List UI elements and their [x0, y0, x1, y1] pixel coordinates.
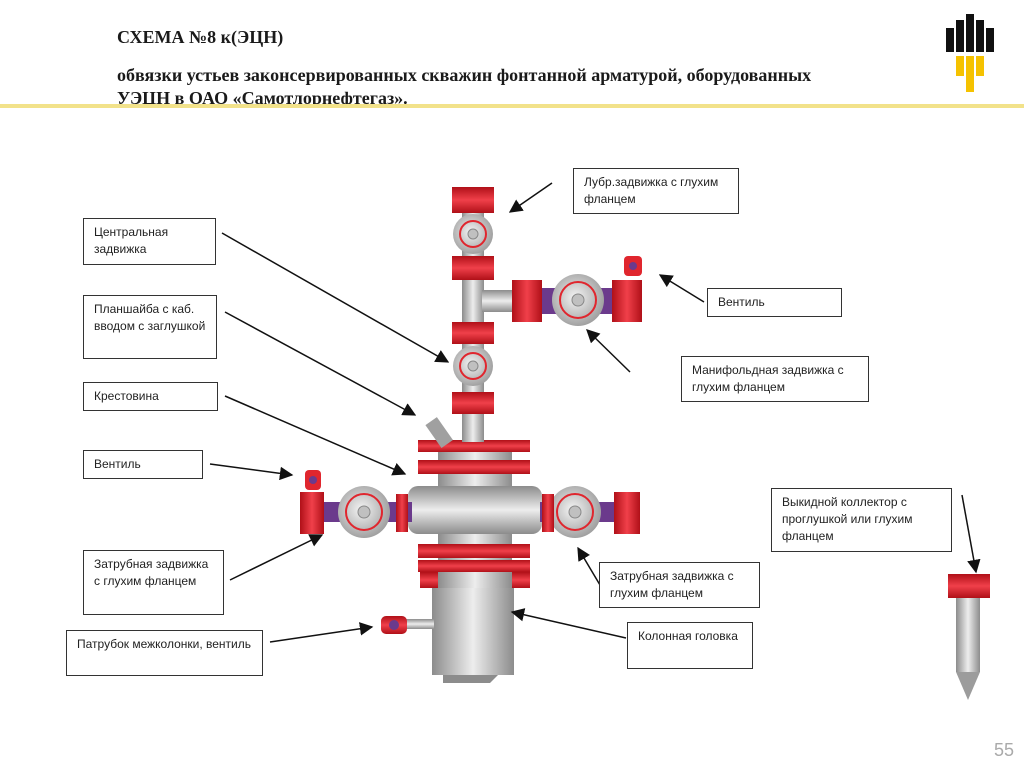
company-logo: [946, 14, 994, 92]
annulus-valve-left: [300, 470, 412, 538]
label-annulus-valve-left: Затрубная задвижка с глухим фланцем: [83, 550, 224, 615]
casing-head: [420, 572, 530, 683]
label-vent-right: Вентиль: [707, 288, 842, 317]
header-divider: [0, 104, 1024, 108]
label-cross: Крестовина: [83, 382, 218, 411]
manifold-valve: [512, 256, 642, 326]
intercasing-vent: [381, 616, 434, 634]
label-outlet-collector: Выкидной коллектор с проглушкой или глух…: [771, 488, 952, 552]
page-title: СХЕМА №8 к(ЭЦН): [117, 27, 284, 47]
label-central-valve: Центральная задвижка: [83, 218, 216, 265]
annulus-valve-right: [540, 486, 640, 538]
label-intercasing-pipe: Патрубок межколонки, вентиль: [66, 630, 263, 676]
label-manifold-valve: Манифольдная задвижка с глухим фланцем: [681, 356, 869, 402]
christmas-tree: [452, 187, 522, 442]
page-subtitle: обвязки устьев законсервированных скважи…: [117, 65, 812, 108]
outlet-collector: [948, 574, 990, 700]
leader-arrows: [209, 182, 981, 643]
label-casing-head: Колонная головка: [627, 622, 753, 669]
label-plate-flange: Планшайба с каб. вводом с заглушкой: [83, 295, 217, 359]
cross-body: [408, 417, 542, 588]
page-number: 55: [993, 740, 1014, 760]
label-lubr-valve: Лубр.задвижка с глухим фланцем: [573, 168, 739, 214]
label-annulus-valve-right: Затрубная задвижка с глухим фланцем: [599, 562, 760, 608]
label-vent-left: Вентиль: [83, 450, 203, 479]
